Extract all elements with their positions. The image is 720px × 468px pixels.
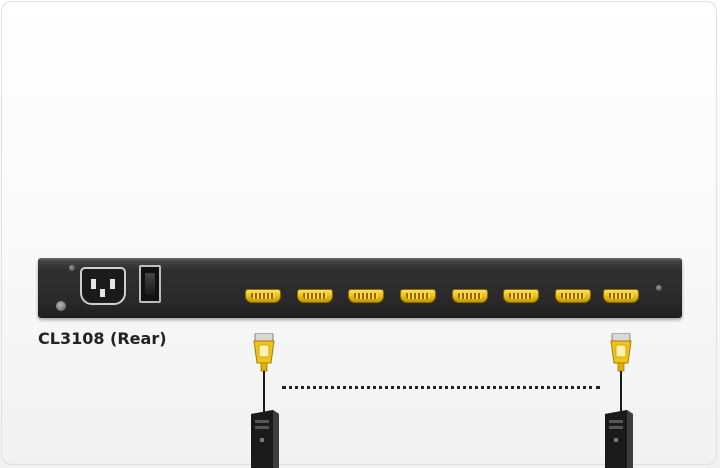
power-pin <box>110 279 115 289</box>
vga-port-icon <box>297 289 333 303</box>
power-pin <box>100 289 105 297</box>
vga-port-icon <box>400 289 436 303</box>
vga-port-icon <box>603 289 639 303</box>
computer-tower-icon <box>605 410 633 468</box>
vga-cable-connector-icon <box>610 333 632 372</box>
cable <box>620 371 622 415</box>
device-label: CL3108 (Rear) <box>38 329 167 348</box>
power-socket-icon <box>80 267 126 305</box>
power-pin <box>91 279 96 289</box>
vga-cable-connector-icon <box>253 333 275 372</box>
vga-port-icon <box>555 289 591 303</box>
vga-port-icon <box>452 289 488 303</box>
computer-tower-icon <box>251 410 279 468</box>
mounting-screw-icon <box>656 285 662 291</box>
dotted-link <box>282 386 600 389</box>
vga-port-icon <box>503 289 539 303</box>
vga-port-icon <box>245 289 281 303</box>
kvm-rear-panel <box>38 258 682 318</box>
vga-port-icon <box>348 289 384 303</box>
mounting-screw-icon <box>69 265 75 271</box>
cable <box>263 371 265 415</box>
power-switch-icon <box>139 265 161 303</box>
ground-screw-icon <box>56 301 66 311</box>
power-switch-rocker <box>145 273 155 295</box>
